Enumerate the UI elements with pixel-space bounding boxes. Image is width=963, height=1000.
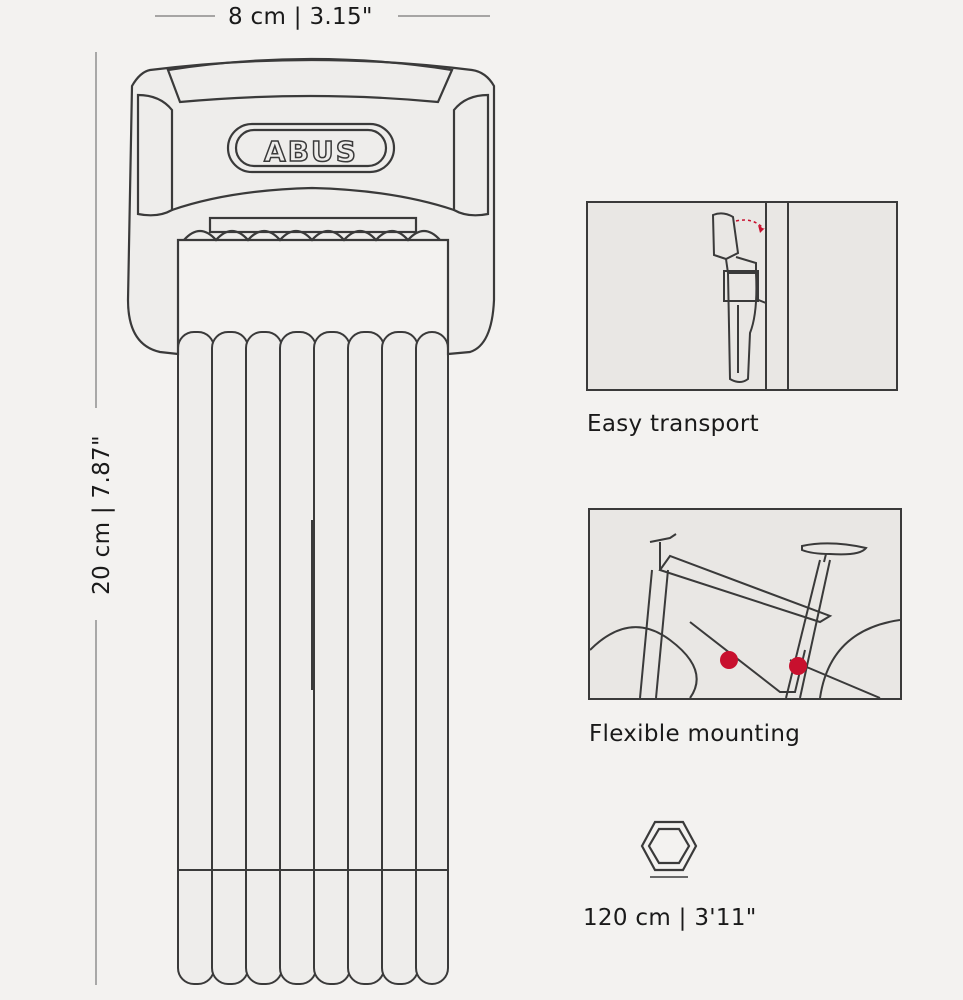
- feature-caption-transport: Easy transport: [587, 411, 760, 437]
- lock-head: [126, 57, 496, 356]
- bike-frame-illustration: [588, 508, 902, 700]
- mounting-point-marker: [720, 651, 738, 669]
- feature-caption-mounting: Flexible mounting: [589, 721, 801, 747]
- folding-bars: [177, 331, 449, 985]
- height-dimension-label: 20 cm | 7.87": [89, 435, 115, 595]
- mounting-point-marker: [789, 657, 807, 675]
- hexagon-lock-loop-icon: [640, 820, 698, 878]
- abus-logo: ABUS: [264, 135, 358, 168]
- transport-illustration: [586, 201, 898, 391]
- bike-frame-drawing: [590, 533, 900, 698]
- width-dimension-label: 8 cm | 3.15": [228, 4, 373, 30]
- transport-illustration-drawing: [711, 203, 789, 389]
- length-label: 120 cm | 3'11": [583, 905, 757, 931]
